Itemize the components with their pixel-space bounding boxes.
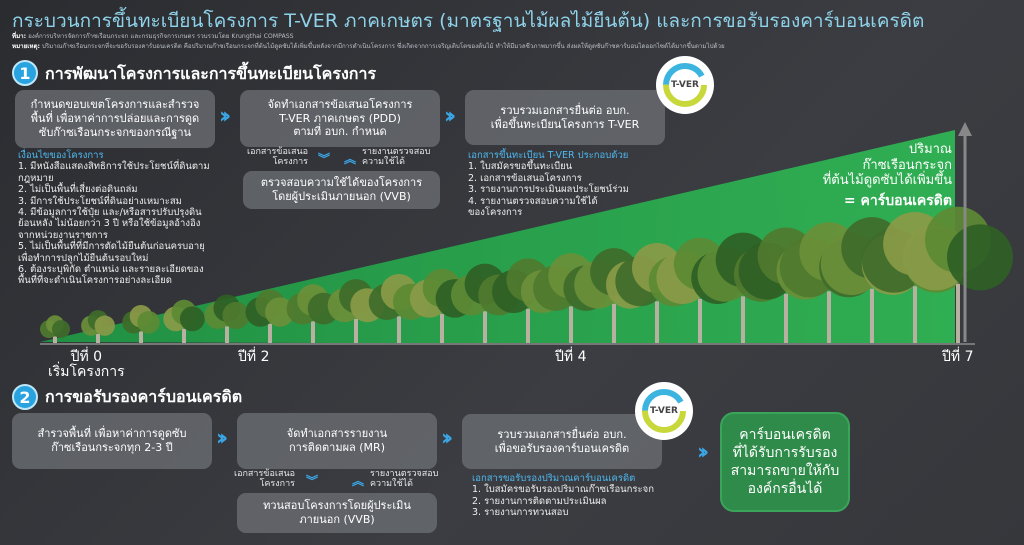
list-item: 3. มีการใช้ประโยชน์ที่ดินอย่างเหมาะสม <box>18 195 182 207</box>
s2-step-mr: จัดทำเอกสารรายงาน การติดตามผล (MR) <box>237 413 437 469</box>
section-2-title: การขอรับรองคาร์บอนเครดิต <box>45 387 243 406</box>
s1-vvb-validation: ตรวจสอบความใช้ได้ของโครงการ โดยผู้ประเมิ… <box>243 171 440 209</box>
list-item: 1. มีหนังสือแสดงสิทธิการใช้ประโยชน์ที่ดิ… <box>18 161 210 184</box>
list-item: 2. ไม่เป็นพื้นที่เสี่ยงต่อดินถล่ม <box>18 184 138 196</box>
list-item: 3. รายงานการทวนสอบ <box>472 507 569 519</box>
chevron-up-icon: ︽ <box>352 474 365 488</box>
list-item: 4. รายงานตรวจสอบความใช้ได้ ของโครงการ <box>468 195 598 218</box>
tree-growth-graphic <box>40 122 1013 345</box>
tree-trunk <box>53 336 57 344</box>
s1-up-label: รายงานตรวจสอบ ความใช้ได้ <box>362 147 431 167</box>
s2-vvb-verification: ทวนสอบโครงการโดยผู้ประเมิน ภายนอก (VVB) <box>237 493 437 533</box>
page-title: กระบวนการขึ้นทะเบียนโครงการ T-VER ภาคเกษ… <box>12 10 925 32</box>
s2-step-submit: รวบรวมเอกสารยื่นต่อ อบก. เพื่อขอรับรองคา… <box>462 414 662 469</box>
list-item: 3. รายงานการประเมินผลประโยชน์ร่วม <box>468 184 629 196</box>
certified-credit-box: คาร์บอนเครดิต ที่ได้รับการรับรอง สามารถข… <box>720 412 850 512</box>
s2-down-label: เอกสารข้อเสนอ โครงการ <box>234 469 295 489</box>
s2-up-label: รายงานตรวจสอบ ความใช้ได้ <box>370 469 439 489</box>
tree-trunk <box>182 328 186 344</box>
list-item: 6. ต้องระบุพิกัด ตำแหน่ง และรายละเอียดขอ… <box>18 263 204 287</box>
section-2-badge: 2 <box>12 384 38 410</box>
chevron-up-icon: ︽ <box>344 152 357 166</box>
tree-trunk <box>225 326 229 344</box>
tree-canopy <box>179 306 205 332</box>
tree-trunk <box>913 286 917 344</box>
s2-step-survey: สำรวจพื้นที่ เพื่อหาค่าการดูดซับ ก๊าซเรื… <box>12 413 212 469</box>
tree-canopy <box>52 320 70 339</box>
tree-trunk <box>741 296 745 344</box>
registration-docs-list: เอกสารขึ้นทะเบียน T-VER ประกอบด้วย 1. ใบ… <box>468 150 629 218</box>
year-7-label: ปีที่ 7 <box>942 349 974 365</box>
tree-canopy <box>94 315 115 336</box>
chevron-down-icon: ︾ <box>306 474 319 488</box>
chevron-right-icon: ›› <box>216 426 228 451</box>
conditions-list: เงื่อนไขของโครงการ 1. มีหนังสือแสดงสิทธิ… <box>18 150 210 287</box>
chevron-right-icon: ›› <box>697 440 709 465</box>
growth-text: ปริมาณ ก๊าซเรือนกระจก ที่ต้นไม้ดูดซับได้… <box>822 142 952 189</box>
note-line: หมายเหตุ: ปริมาณก๊าซเรือนกระจกที่จะขอรับ… <box>12 41 725 51</box>
s1-step-register: รวบรวมเอกสารยื่นต่อ อบก. เพื่อขึ้นทะเบีย… <box>465 90 665 145</box>
list-item: 1. ใบสมัครขอรับรองปริมาณก๊าซเรือนกระจก <box>472 484 654 496</box>
tree-trunk <box>870 288 874 344</box>
tree-trunk <box>440 313 444 344</box>
t-ver-logo: T-VER <box>656 56 714 114</box>
section-1-badge: 1 <box>12 60 38 86</box>
list-item: 2. รายงานการติดตามประเมินผล <box>472 495 607 507</box>
tree-trunk <box>311 321 315 344</box>
logo-text: T-VER <box>671 80 699 90</box>
certification-docs-list: เอกสารขอรับรองปริมาณคาร์บอนเครดิต 1. ใบส… <box>472 473 654 519</box>
list-item: 5. ไม่เป็นพื้นที่ที่มีการตัดไม้ยืนต้นก่อ… <box>18 241 205 264</box>
tree-canopy <box>222 301 250 330</box>
tree-trunk <box>956 283 960 344</box>
tree-trunk <box>96 333 100 344</box>
tree-trunk <box>827 291 831 344</box>
growth-result: = คาร์บอนเครดิต <box>843 193 952 209</box>
source-line: ที่มา: องค์การบริหารจัดการก๊าซเรือนกระจก… <box>12 31 294 41</box>
list-item: 2. เอกสารข้อเสนอโครงการ <box>468 172 582 184</box>
t-ver-logo: T-VER <box>635 382 693 440</box>
docs-title: เอกสารขอรับรองปริมาณคาร์บอนเครดิต <box>472 473 636 484</box>
tree-trunk <box>655 301 659 344</box>
chevron-down-icon: ︾ <box>318 152 331 166</box>
s1-down-label: เอกสารข้อเสนอ โครงการ <box>247 147 308 167</box>
section-1-title: การพัฒนาโครงการและการขึ้นทะเบียนโครงการ <box>45 64 377 83</box>
note-text: ปริมาณก๊าซเรือนกระจกที่จะขอรับรองคาร์บอน… <box>41 43 725 50</box>
docs-title: เอกสารขึ้นทะเบียน T-VER ประกอบด้วย <box>468 150 629 161</box>
logo-text: T-VER <box>650 406 678 416</box>
list-item: 1. ใบสมัครขอขึ้นทะเบียน <box>468 161 573 173</box>
tree-trunk <box>526 308 530 344</box>
tree-trunk <box>698 298 702 344</box>
source-label: ที่มา: <box>12 33 27 40</box>
chevron-right-icon: ›› <box>219 104 231 129</box>
year-2-label: ปีที่ 2 <box>238 349 270 365</box>
tree-trunk <box>569 306 573 344</box>
chevron-right-icon: ›› <box>444 104 456 129</box>
tree-trunk <box>483 311 487 344</box>
year-4-label: ปีที่ 4 <box>555 349 587 365</box>
tree-trunk <box>139 331 143 344</box>
tree-trunk <box>784 293 788 344</box>
note-label: หมายเหตุ: <box>12 43 40 50</box>
arrow-head-icon <box>958 122 972 136</box>
list-item: 4. มีข้อมูลการใช้ปุ๋ย และ/หรือสารปรับปรุ… <box>18 206 202 241</box>
tree-trunk <box>612 303 616 344</box>
tree-trunk <box>268 323 272 344</box>
conditions-title: เงื่อนไขของโครงการ <box>18 150 104 161</box>
year-0-label: ปีที่ 0 เริ่มโครงการ <box>48 349 125 381</box>
source-text: องค์การบริหารจัดการก๊าซเรือนกระจก และกรม… <box>28 33 294 40</box>
chevron-right-icon: ›› <box>441 426 453 451</box>
s1-step-pdd: จัดทำเอกสารข้อเสนอโครงการ T-VER ภาคเกษตร… <box>240 90 440 147</box>
s1-step-define-scope: กำหนดขอบเขตโครงการและสำรวจ พื้นที่ เพื่อ… <box>15 90 215 148</box>
tree-canopy <box>137 310 160 334</box>
tree-trunk <box>397 316 401 344</box>
tree-canopy <box>947 224 1013 291</box>
tree-trunk <box>354 318 358 344</box>
